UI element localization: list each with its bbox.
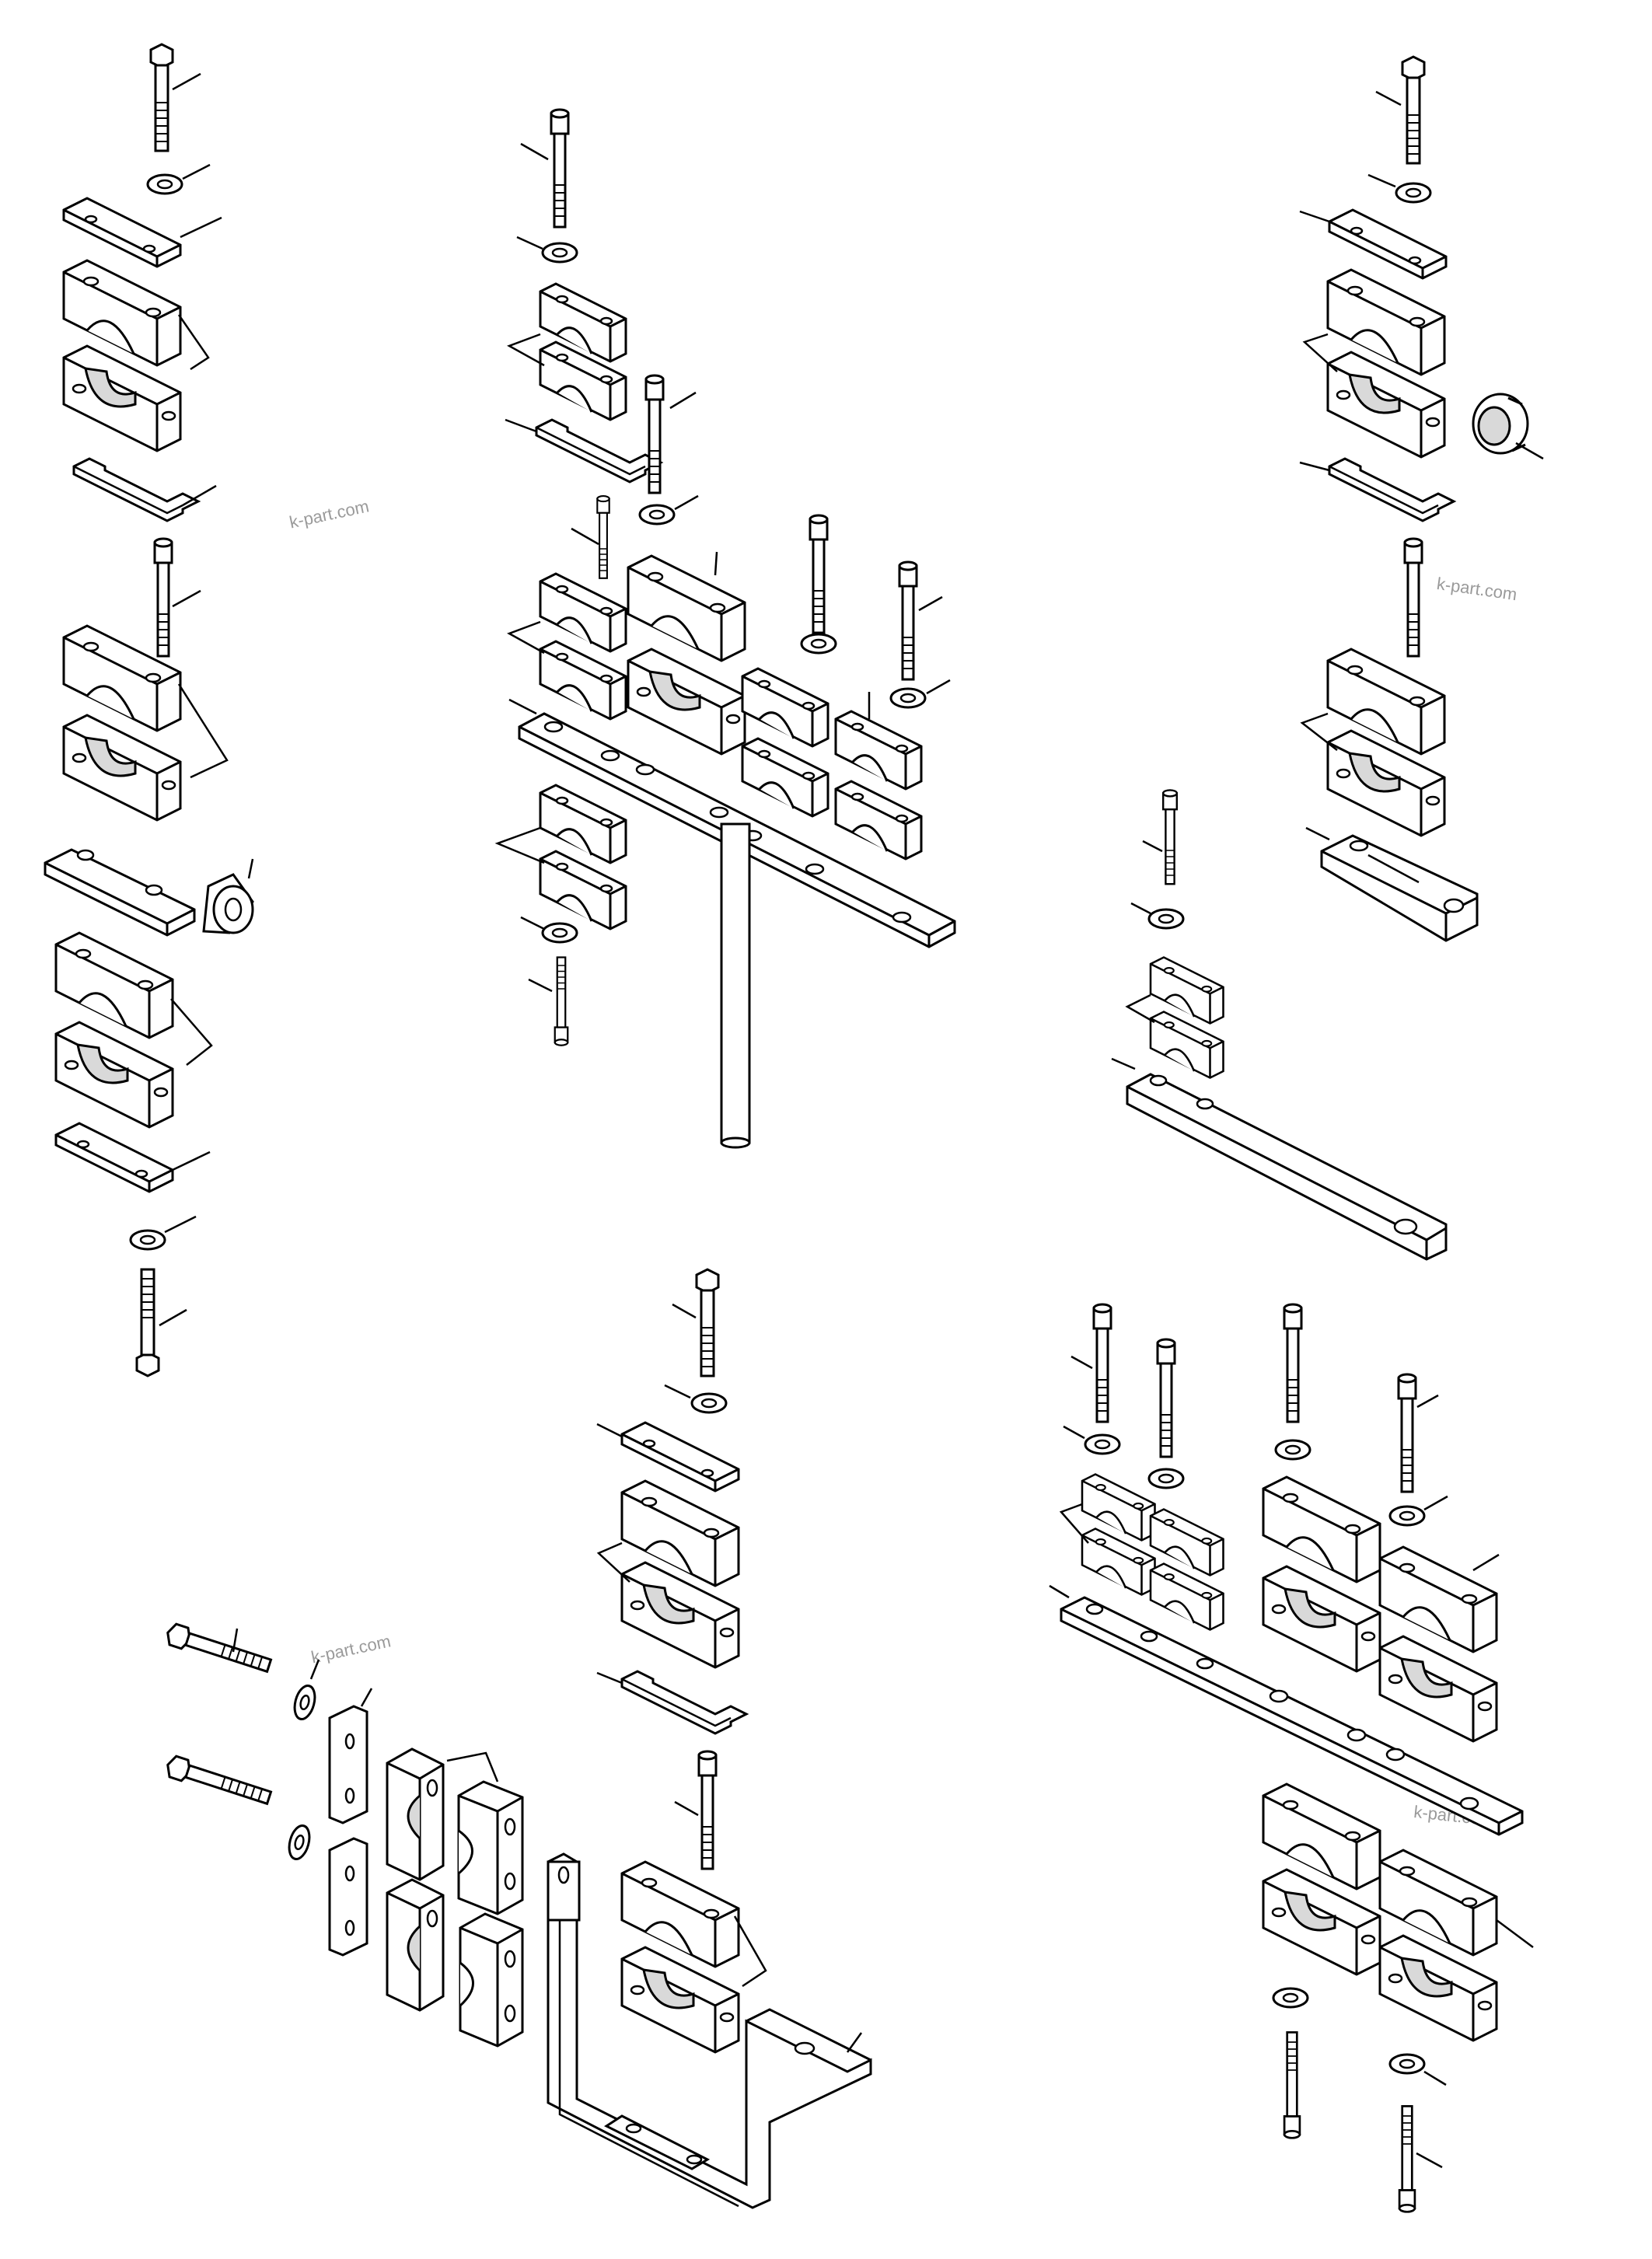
clamp-upper-half-icon	[627, 554, 746, 662]
small-clamp-icon	[834, 710, 923, 791]
small-clamp-icon	[539, 784, 627, 864]
washer-icon	[1274, 1439, 1311, 1461]
bottom-right-rail-assembly	[1049, 1303, 1534, 2213]
spacer-strip-icon	[620, 1670, 748, 1735]
washer-icon	[889, 687, 927, 709]
clamp-lower-half-icon	[627, 648, 746, 756]
spacer-tube-icon	[202, 873, 254, 934]
washer-icon	[285, 1822, 314, 1863]
clamp-block-icon	[457, 1780, 524, 1915]
cap-screw-icon	[809, 514, 829, 634]
mounting-rail-icon	[1060, 1596, 1524, 1836]
cap-screw-icon	[1161, 789, 1179, 885]
small-clamp-icon	[834, 780, 923, 861]
cap-screw-icon	[1283, 2031, 1301, 2139]
support-rod-icon	[720, 822, 751, 1149]
small-clamp-icon	[539, 850, 627, 930]
clamp-lower-half-icon	[1378, 1635, 1498, 1743]
washer-icon	[1147, 908, 1185, 930]
center-rail-assembly	[494, 108, 956, 1149]
u-bracket-icon	[547, 1852, 872, 2209]
top-plate-icon	[1328, 208, 1448, 280]
washer-icon	[541, 242, 578, 264]
washer-icon	[1395, 182, 1432, 204]
clamp-upper-half-icon	[1378, 1545, 1498, 1653]
washer-icon	[1388, 2053, 1426, 2075]
washer-icon	[638, 504, 676, 525]
slotted-bracket-icon	[1320, 834, 1479, 942]
clamp-lower-half-icon	[54, 1021, 174, 1129]
bottom-center-u-bracket-assembly	[547, 1268, 872, 2209]
cap-screw-icon	[1156, 1338, 1176, 1458]
bottom-plate-icon	[54, 1122, 174, 1193]
washer-icon	[290, 1682, 320, 1723]
cap-screw-icon	[644, 374, 665, 494]
spacer-strip-icon	[1328, 457, 1455, 522]
clamp-lower-half-icon	[1262, 1565, 1381, 1673]
washer-icon	[800, 633, 837, 655]
small-clamp-icon	[741, 667, 829, 748]
grommet-icon	[1472, 393, 1529, 455]
hex-bolt-icon	[162, 1753, 274, 1810]
backing-plate-icon	[328, 1705, 368, 1824]
spacer-strip-icon	[72, 457, 200, 522]
bottom-left-clamp-assembly	[162, 1621, 524, 2048]
small-clamp-icon	[539, 572, 627, 653]
right-top-clamp-stack	[1299, 55, 1544, 942]
washer-icon	[690, 1392, 728, 1414]
hex-bolt-icon	[1401, 55, 1426, 165]
clamp-lower-half-icon	[62, 714, 182, 822]
top-plate-icon	[620, 1421, 740, 1493]
washer-icon	[1084, 1433, 1121, 1455]
cap-screw-icon	[697, 1750, 718, 1870]
cap-screw-icon	[596, 495, 610, 579]
washer-icon	[1147, 1468, 1185, 1489]
left-clamp-stack	[44, 43, 254, 1377]
clamp-block-icon	[386, 1878, 445, 2012]
long-bracket-icon	[1126, 1073, 1448, 1261]
cap-screw-icon	[1403, 537, 1423, 658]
washer-icon	[1388, 1505, 1426, 1527]
spacer-strip-icon	[535, 418, 662, 484]
right-mid-bracket-assembly	[1111, 789, 1448, 1261]
clamp-upper-half-icon	[54, 931, 174, 1039]
small-clamp-icon	[539, 640, 627, 721]
washer-icon	[1272, 1987, 1309, 2009]
backing-plate-icon	[328, 1837, 368, 1957]
cap-screw-icon	[550, 108, 570, 229]
hex-bolt-icon	[135, 1268, 160, 1377]
washer-icon	[541, 922, 578, 944]
cap-screw-icon	[554, 956, 569, 1046]
clamp-upper-half-icon	[1262, 1475, 1381, 1583]
cap-screw-icon	[1397, 1373, 1417, 1493]
cap-screw-icon	[1398, 2105, 1416, 2213]
base-plate-icon	[44, 848, 196, 937]
clamp-block-icon	[459, 1912, 524, 2048]
cap-screw-icon	[1283, 1303, 1303, 1423]
washer-icon	[146, 173, 183, 195]
small-clamp-icon	[741, 737, 829, 818]
hex-bolt-icon	[695, 1268, 720, 1377]
cap-screw-icon	[1092, 1303, 1112, 1423]
cap-screw-icon	[153, 537, 173, 658]
clamp-block-icon	[386, 1747, 445, 1881]
hex-bolt-icon	[149, 43, 174, 152]
top-plate-icon	[62, 197, 182, 268]
washer-icon	[129, 1229, 166, 1251]
hex-bolt-icon	[162, 1621, 274, 1678]
cap-screw-icon	[898, 560, 918, 681]
